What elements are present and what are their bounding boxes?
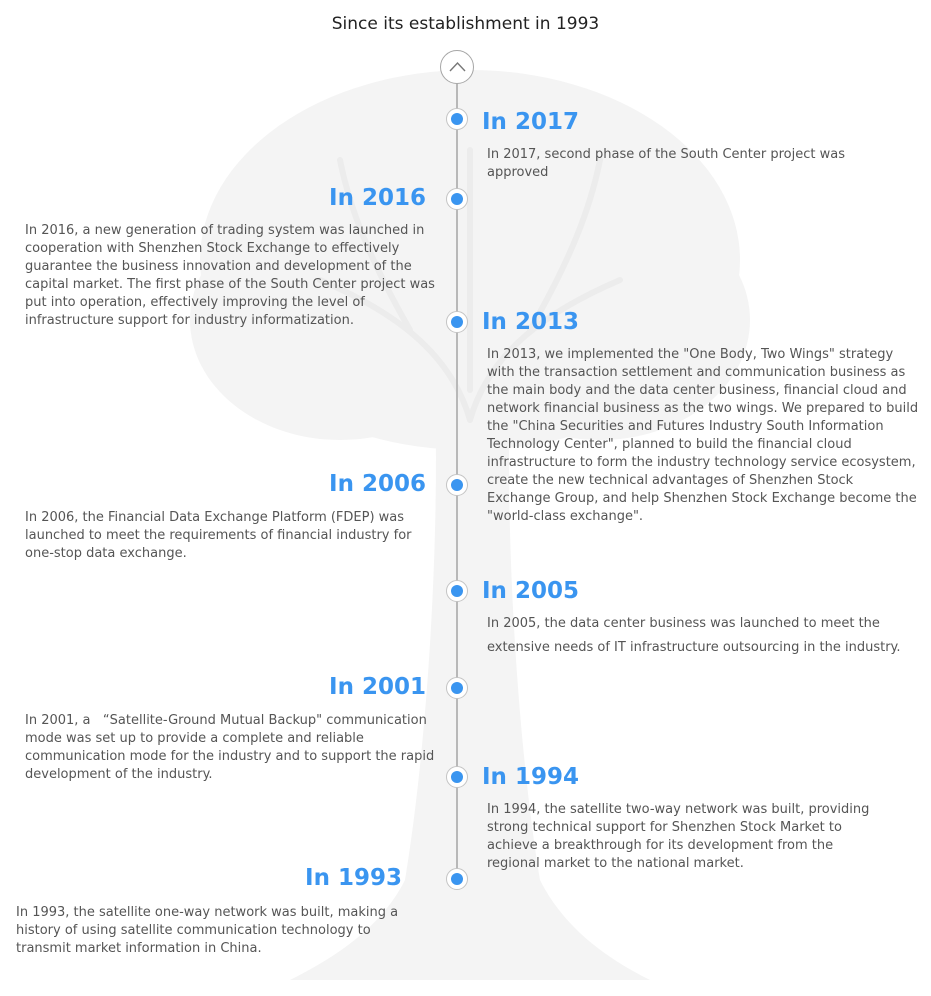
milestone-year-1993: In 1993: [305, 865, 402, 891]
timeline-dot-1993[interactable]: [446, 868, 468, 890]
milestone-text-2005: In 2005, the data center business was la…: [487, 616, 901, 655]
milestone-year-2017: In 2017: [482, 109, 579, 135]
timeline-dot-1994[interactable]: [446, 766, 468, 788]
milestone-text-2016: In 2016, a new generation of trading sys…: [25, 223, 435, 328]
timeline-dot-2016[interactable]: [446, 188, 468, 210]
milestone-year-2005: In 2005: [482, 578, 579, 604]
page-title: Since its establishment in 1993: [331, 14, 600, 34]
scroll-up-button[interactable]: [440, 50, 474, 84]
milestone-text-2006: In 2006, the Financial Data Exchange Pla…: [25, 510, 412, 561]
milestone-year-2006: In 2006: [329, 471, 426, 497]
milestone-year-1994: In 1994: [482, 764, 579, 790]
timeline-dot-2006[interactable]: [446, 474, 468, 496]
timeline-dot-2017[interactable]: [446, 108, 468, 130]
milestone-year-2016: In 2016: [329, 185, 426, 211]
milestone-year-2001: In 2001: [329, 674, 426, 700]
milestone-text-2017: In 2017, second phase of the South Cente…: [487, 147, 845, 180]
timeline-dot-2001[interactable]: [446, 677, 468, 699]
milestone-text-1993: In 1993, the satellite one-way network w…: [16, 905, 399, 956]
milestone-text-2013: In 2013, we implemented the "One Body, T…: [487, 347, 919, 524]
tree-icon: [190, 70, 750, 980]
timeline-dot-2005[interactable]: [446, 580, 468, 602]
timeline-dot-2013[interactable]: [446, 311, 468, 333]
milestone-text-2001: In 2001, a “Satellite-Ground Mutual Back…: [25, 713, 435, 782]
chevron-up-icon: [449, 61, 466, 72]
milestone-text-1994: In 1994, the satellite two-way network w…: [487, 802, 870, 871]
milestone-year-2013: In 2013: [482, 309, 579, 335]
